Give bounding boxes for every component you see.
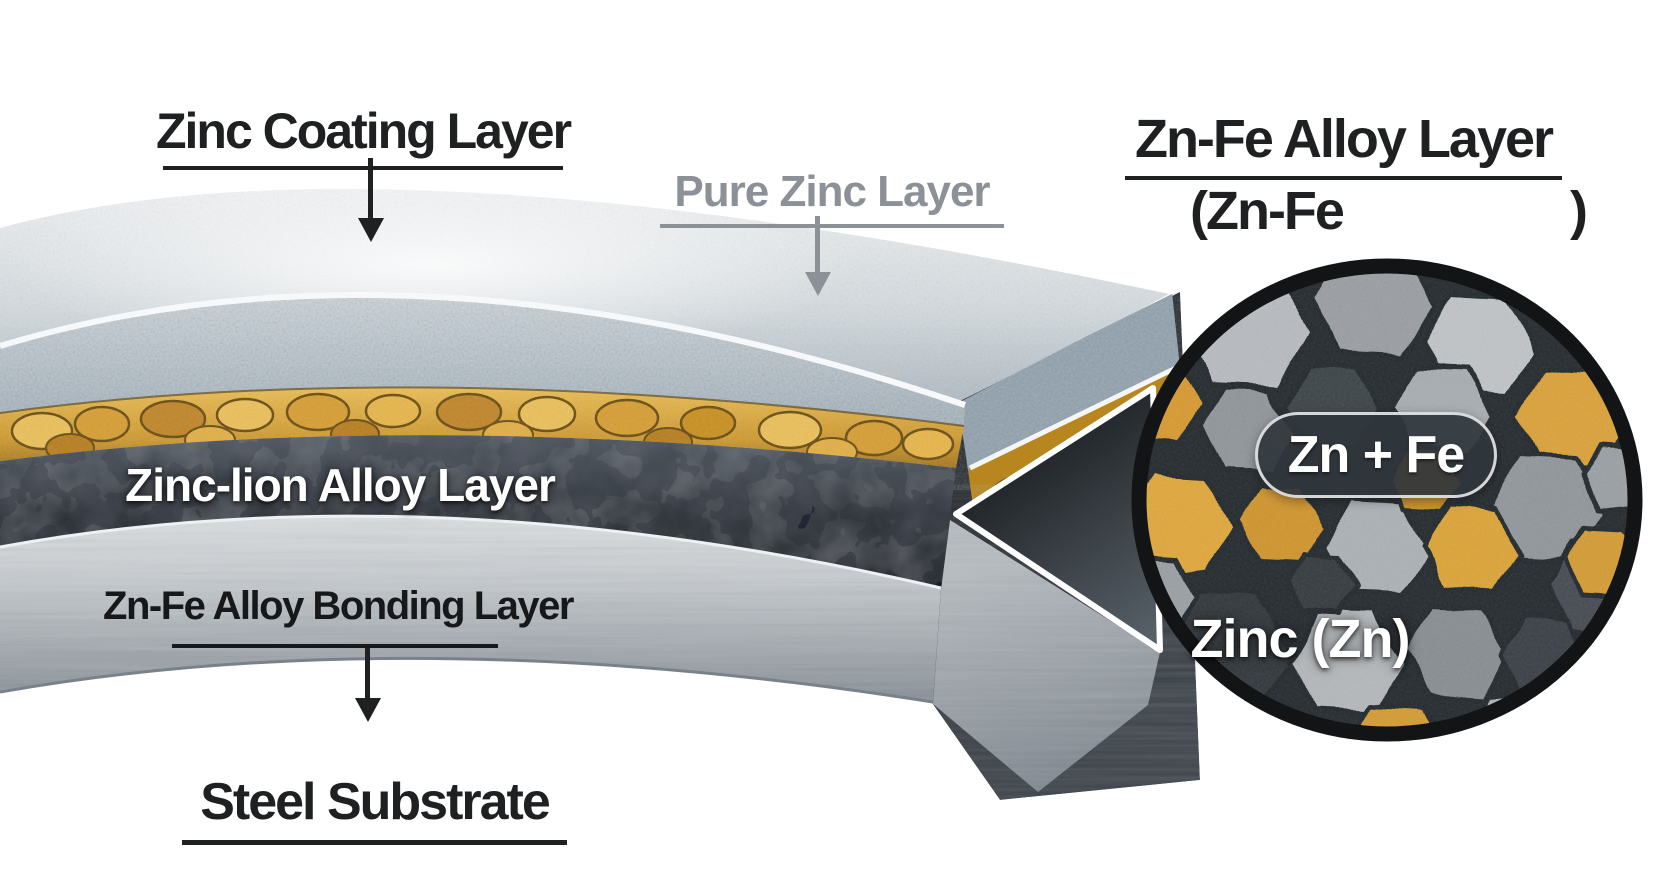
zinc-zn-label: Zinc (Zn) — [1190, 609, 1411, 669]
zinc-coating-arrow-line — [368, 158, 373, 220]
bonding-arrow-line — [365, 648, 370, 700]
bonding-label-underline — [172, 644, 498, 648]
zinc-coating-layer-label: Zinc Coating Layer — [156, 84, 572, 170]
pure-zinc-arrow-line — [815, 216, 820, 274]
steel-substrate-label: Steel Substrate — [182, 742, 567, 845]
znfe-bonding-layer-label: Zn-Fe Alloy Bonding Layer — [103, 584, 574, 628]
znfe-formula-row: (Zn-Fe ) — [1190, 176, 1588, 241]
inset-ring — [1131, 258, 1643, 742]
down-arrow-icon — [805, 272, 831, 296]
zn-fe-badge: Zn + Fe — [1255, 412, 1497, 498]
znfe-alloy-layer-label: Zn-Fe Alloy Layer — [1125, 94, 1562, 180]
down-arrow-icon — [355, 698, 381, 722]
znfe-formula-close: ) — [1570, 181, 1588, 241]
down-arrow-icon — [358, 218, 384, 242]
pure-zinc-layer-label: Pure Zinc Layer — [660, 150, 1004, 228]
znfe-formula-open: (Zn-Fe — [1190, 181, 1345, 241]
zinc-iron-alloy-layer-label: Zinc-lion Alloy Layer — [125, 459, 556, 511]
